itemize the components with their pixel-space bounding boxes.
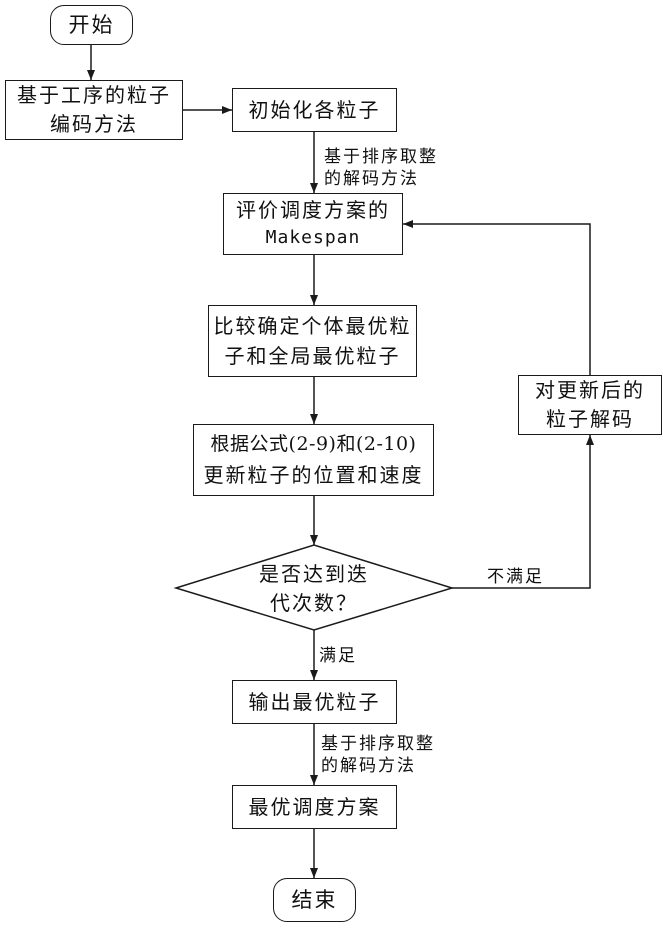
encode-process-box: 基于工序的粒子 编码方法: [5, 80, 183, 140]
satisfied-label: 满足: [319, 645, 357, 667]
decode-method-label-2: 基于排序取整 的解码方法: [321, 733, 435, 777]
start-terminal: 开始: [50, 5, 133, 45]
decode-label-line1: 对更新后的: [535, 378, 645, 402]
compare-label-line2: 子和全局最优粒子: [224, 344, 401, 368]
encode-label-line2: 编码方法: [50, 112, 138, 136]
best-schedule-box: 最优调度方案: [232, 785, 397, 829]
decode-method-label-1: 基于排序取整 的解码方法: [324, 146, 438, 190]
encode-label-line1: 基于工序的粒子: [17, 83, 171, 107]
arrow-decision-to-decode: [452, 435, 594, 589]
decode-method-label-1-line2: 的解码方法: [324, 169, 419, 189]
decode-method-label-2-line2: 的解码方法: [321, 756, 416, 776]
decode-label-line2: 粒子解码: [546, 407, 634, 431]
best-schedule-label: 最优调度方案: [248, 794, 381, 819]
start-label: 开始: [68, 12, 115, 37]
decision-label-line2: 代次数？: [270, 591, 358, 615]
arrow-decode-to-evaluate: [403, 220, 591, 375]
decision-label-line1: 是否达到迭: [259, 562, 369, 586]
end-terminal: 结束: [273, 878, 356, 922]
evaluate-label-line2: Makespan: [265, 227, 361, 248]
satisfied-text: 满足: [319, 646, 357, 666]
update-label-line2: 更新粒子的位置和速度: [203, 463, 424, 487]
decode-method-label-2-line1: 基于排序取整: [321, 734, 435, 754]
not-satisfied-label: 不满足: [487, 566, 544, 588]
decode-method-label-1-line1: 基于排序取整: [324, 147, 438, 167]
update-process-box: 根据公式(2-9)和(2-10) 更新粒子的位置和速度: [193, 424, 434, 496]
decision-label: 是否达到迭 代次数？: [214, 560, 414, 618]
init-process-box: 初始化各粒子: [232, 88, 397, 132]
compare-label-line1: 比较确定个体最优粒: [213, 314, 412, 338]
compare-process-box: 比较确定个体最优粒 子和全局最优粒子: [208, 305, 417, 377]
decision-diamond: [173, 544, 455, 631]
decode-process-box: 对更新后的 粒子解码: [518, 375, 662, 435]
evaluate-process-box: 评价调度方案的 Makespan: [223, 193, 403, 255]
end-label: 结束: [291, 887, 338, 912]
evaluate-label-line1: 评价调度方案的: [236, 198, 390, 222]
not-satisfied-text: 不满足: [487, 567, 544, 587]
update-label-line1: 根据公式(2-9)和(2-10): [210, 433, 417, 455]
output-process-box: 输出最优粒子: [232, 680, 397, 724]
init-label: 初始化各粒子: [248, 97, 381, 122]
output-label: 输出最优粒子: [248, 689, 381, 714]
